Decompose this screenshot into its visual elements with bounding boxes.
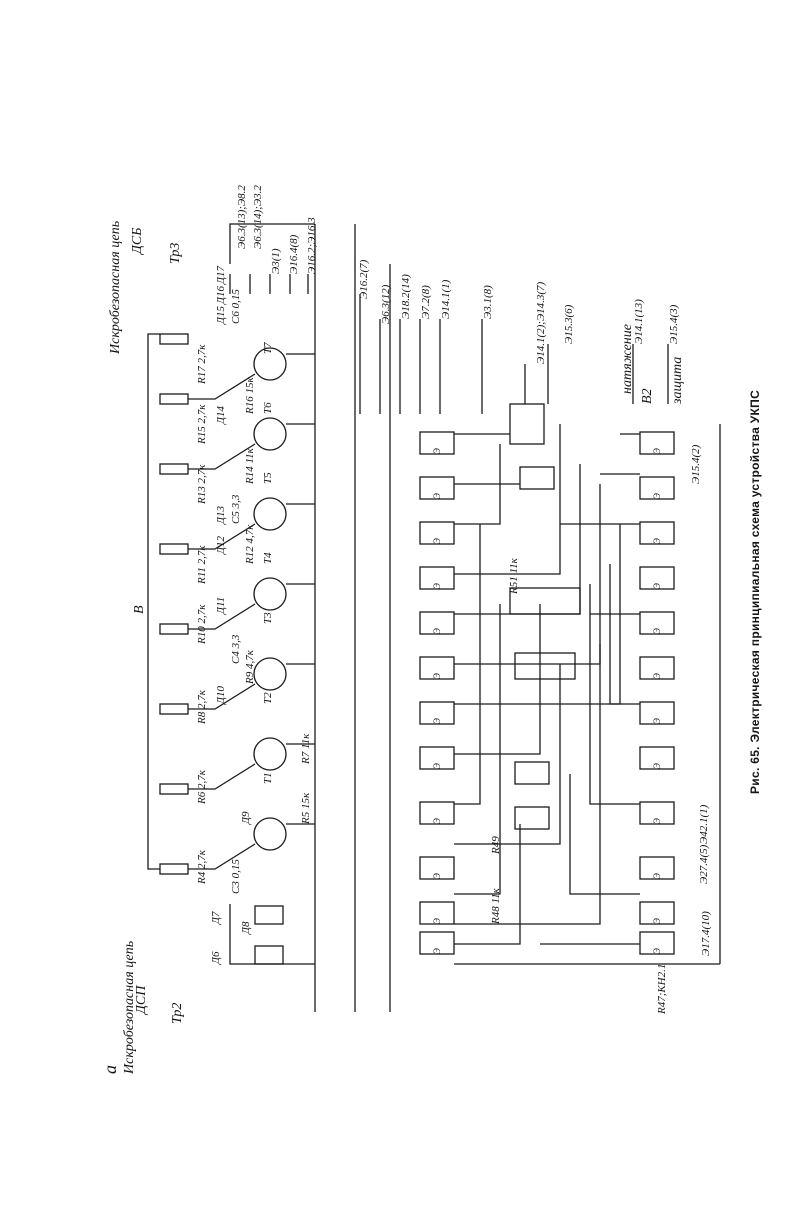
diode-d14: Д14 [215, 406, 227, 424]
svg-text:Э: Э [652, 873, 662, 879]
svg-text:Э: Э [652, 493, 662, 499]
svg-text:Э: Э [652, 448, 662, 454]
svg-text:Э: Э [652, 628, 662, 634]
capacitor-c5: С5 3,3 [230, 494, 242, 524]
resistor-r17: R17 2,7к [196, 344, 208, 384]
transistor-t5: Т5 [262, 472, 274, 484]
svg-text:Э: Э [432, 763, 442, 769]
svg-text:Э: Э [652, 583, 662, 589]
diode-d11: Д11 [215, 596, 227, 614]
transistor-t1: Т1 [262, 772, 274, 784]
resistor-r10: R10 2,7к [196, 604, 208, 644]
resistor-r16: R16 15к [244, 377, 256, 414]
svg-text:Э: Э [652, 818, 662, 824]
transistor-t7: Т7 [262, 342, 274, 354]
transistor-t4: Т4 [262, 552, 274, 564]
resistor-r7: R7 11к [300, 733, 312, 764]
capacitor-c6: С6 0,15 [230, 289, 242, 324]
svg-text:Э: Э [432, 673, 442, 679]
svg-text:Э: Э [432, 583, 442, 589]
transistor-t6: Т6 [262, 402, 274, 414]
resistor-r4: R4 2,7к [196, 850, 208, 884]
transistor-t2: Т2 [262, 692, 274, 704]
resistor-r12: R12 4,7к [244, 524, 256, 564]
resistor-r49: R49 [490, 836, 502, 854]
resistor-r6: R6 2,7к [196, 770, 208, 804]
diode-d12: Д12 [215, 536, 227, 554]
diode-d13: Д13 [215, 506, 227, 524]
svg-text:Э: Э [652, 918, 662, 924]
resistor-r5: R5 15к [300, 792, 312, 824]
svg-text:Э: Э [432, 493, 442, 499]
resistor-r8: R8 2,7к [196, 690, 208, 724]
svg-text:Э: Э [432, 918, 442, 924]
capacitor-c3: С3 0,15 [230, 859, 242, 894]
svg-text:Э: Э [652, 718, 662, 724]
resistor-r48: R48 11к [490, 888, 502, 924]
svg-text:Э: Э [432, 873, 442, 879]
svg-text:Э: Э [432, 948, 442, 954]
diode-d6: Д6 [210, 951, 222, 965]
svg-text:Э: Э [432, 818, 442, 824]
diode-d16: Д16 [215, 286, 227, 304]
svg-text:Э: Э [432, 628, 442, 634]
svg-text:Э: Э [652, 948, 662, 954]
diode-d17: Д17 [215, 266, 227, 284]
diode-d7: Д7 [210, 911, 222, 925]
diode-d15: Д15 [215, 306, 227, 324]
resistor-r14: R14 11к [244, 448, 256, 484]
diode-d9: Д9 [240, 811, 252, 825]
resistor-r13: R13 2,7к [196, 464, 208, 504]
diode-d8: Д8 [240, 921, 252, 935]
svg-text:Э: Э [432, 448, 442, 454]
transistor-t3: Т3 [262, 612, 274, 624]
svg-text:Э: Э [652, 673, 662, 679]
resistor-r9: R9 4,7к [244, 650, 256, 684]
svg-text:Э: Э [432, 538, 442, 544]
resistor-r15: R15 2,7к [196, 404, 208, 444]
svg-text:Э: Э [652, 763, 662, 769]
resistor-r11: R11 2,7к [196, 545, 208, 584]
capacitor-c4: С4 3,3 [230, 634, 242, 664]
diode-d10: Д10 [215, 686, 227, 704]
resistor-r51: R51 11к [508, 558, 520, 594]
svg-text:Э: Э [432, 718, 442, 724]
svg-text:Э: Э [652, 538, 662, 544]
